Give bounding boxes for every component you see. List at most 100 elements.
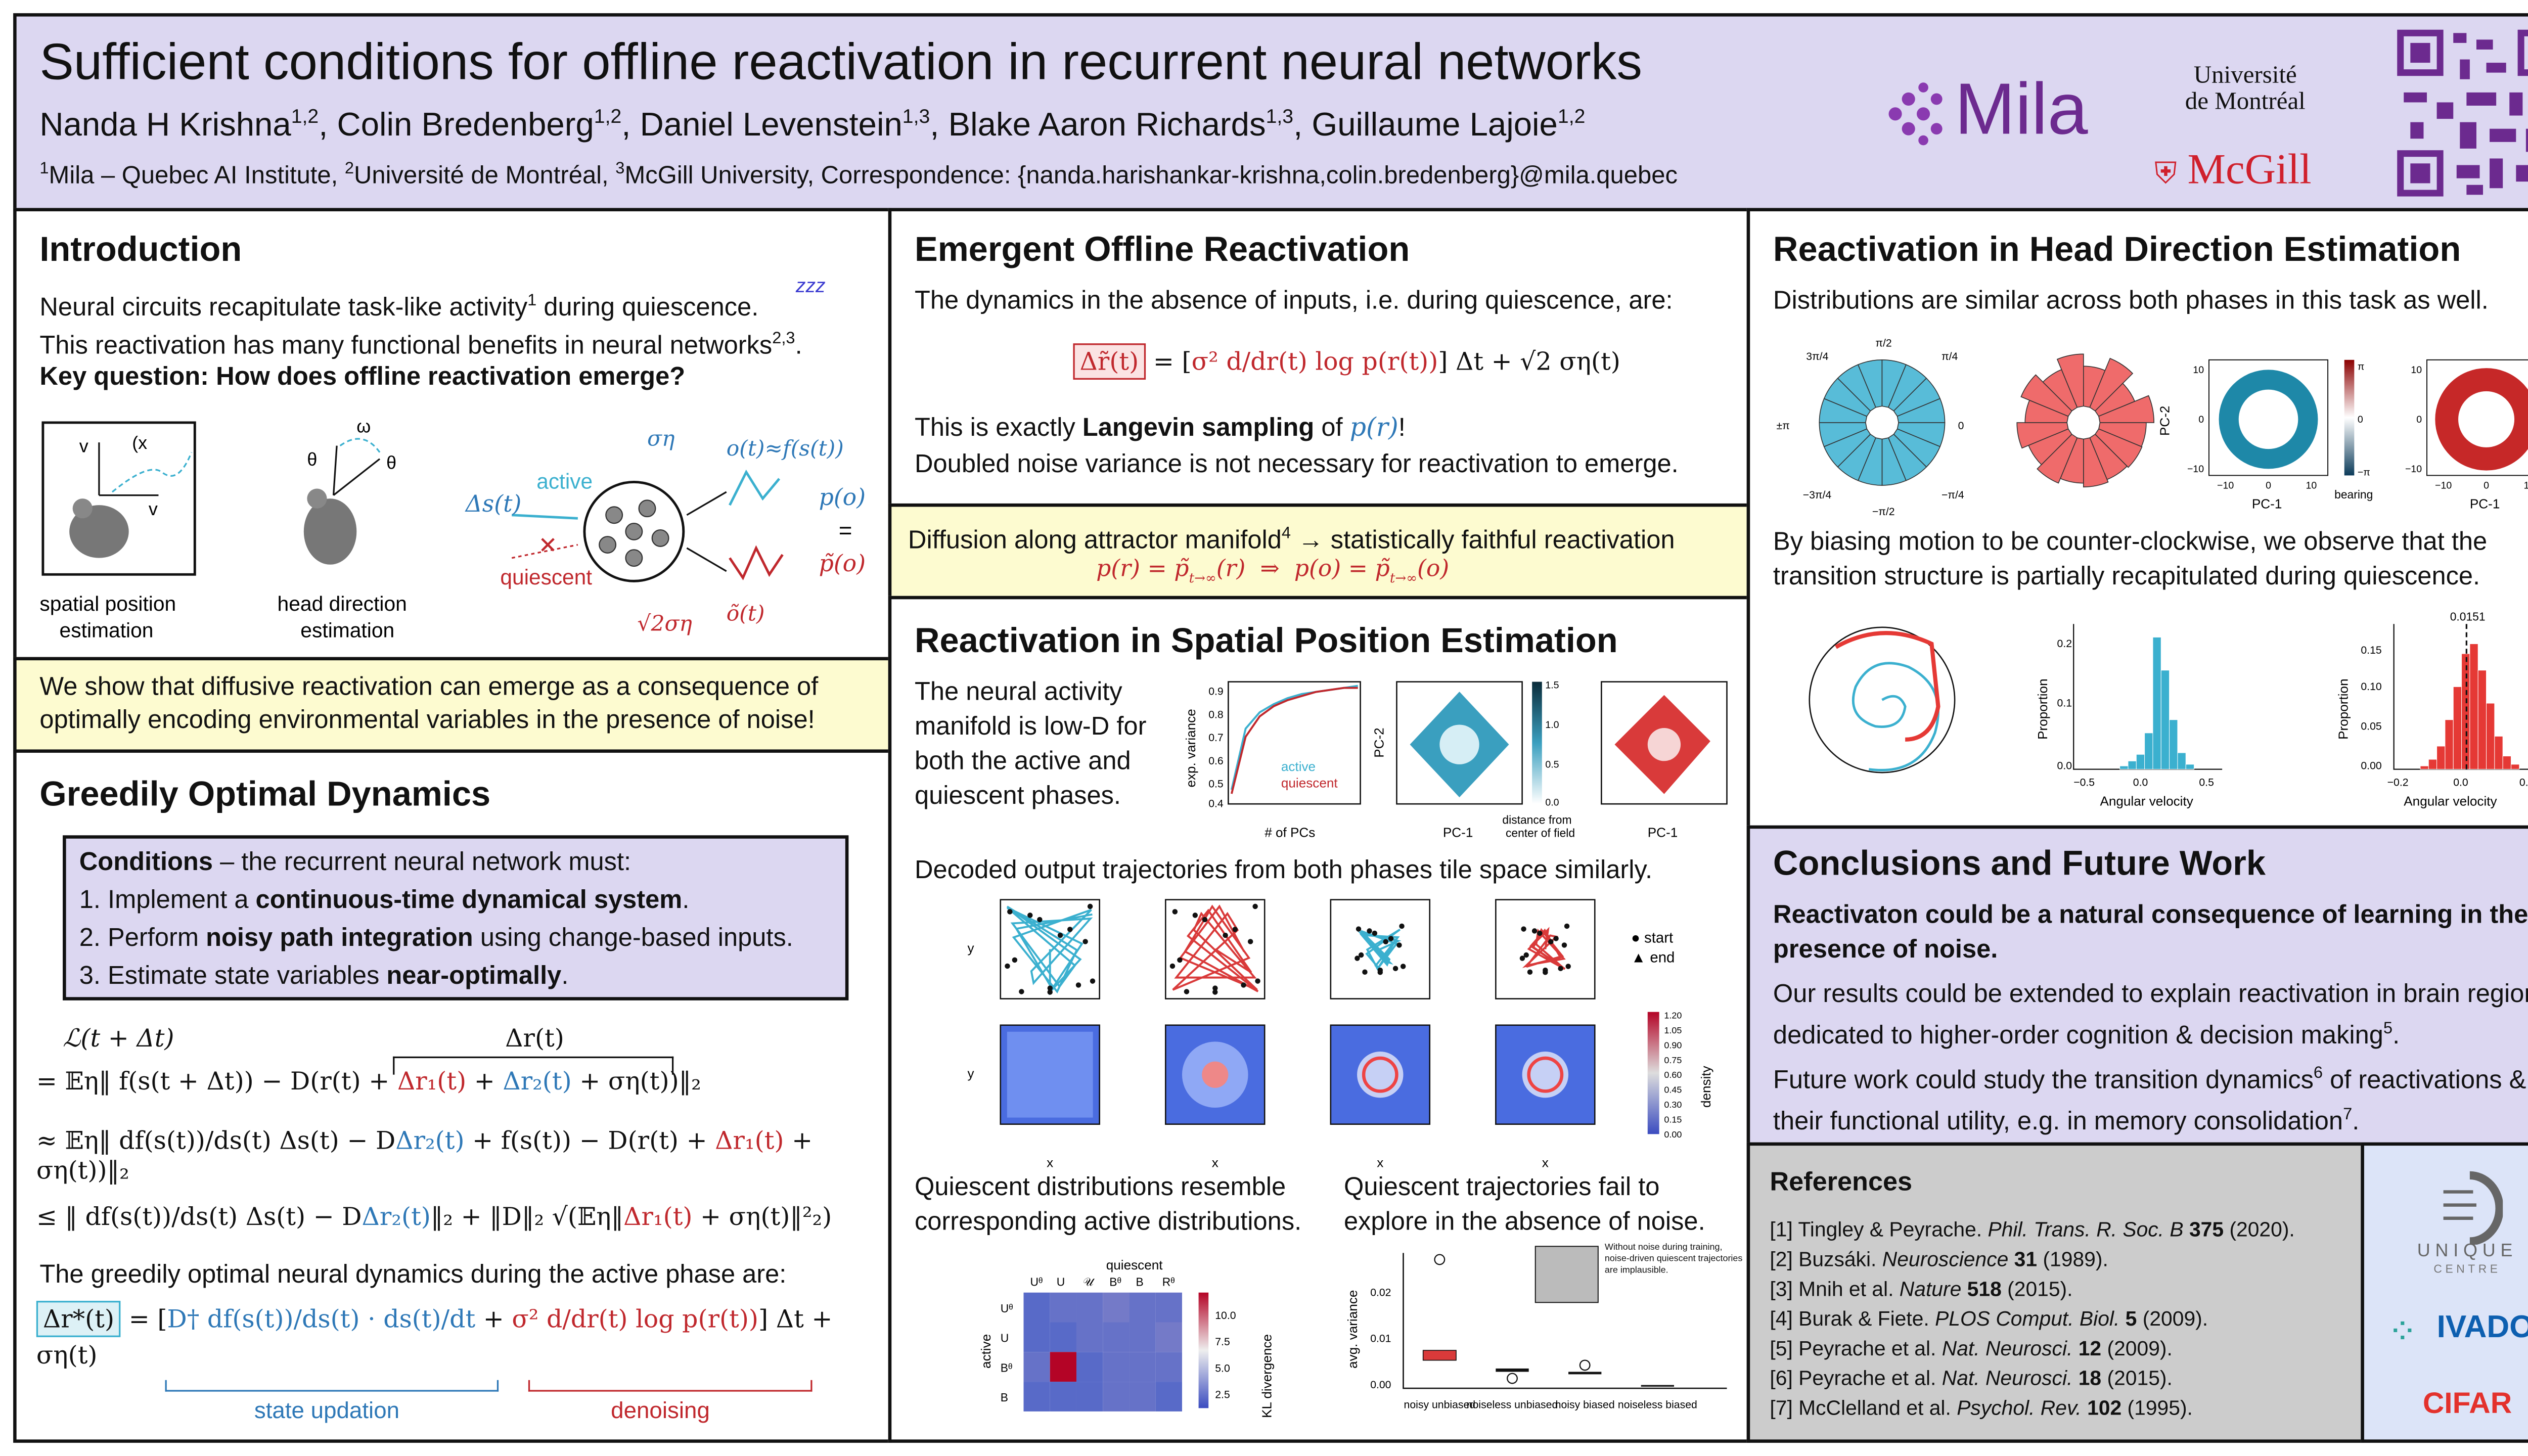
svg-text:estimation: estimation bbox=[300, 618, 394, 642]
transition-figures: Proportion Angular velocity 0.20.10.0−0.… bbox=[1809, 610, 2528, 808]
trajectory-endpoint bbox=[1537, 930, 1543, 936]
svg-text:ω: ω bbox=[356, 416, 371, 437]
hist-bar bbox=[2185, 764, 2195, 770]
reference-item: [7] McClelland et al. Psychol. Rev. 102 … bbox=[1770, 1396, 2193, 1420]
dr-label: Δr(t) bbox=[505, 1023, 564, 1054]
trajectory-endpoint bbox=[1212, 985, 1218, 991]
svg-text:y: y bbox=[967, 1066, 974, 1081]
equation-line-2: ≈ 𝔼η‖ df(s(t))/ds(t) Δs(t) − DΔr₂(t) + f… bbox=[36, 1125, 813, 1186]
trajectory-endpoint bbox=[1005, 963, 1010, 969]
svg-text:estimation: estimation bbox=[60, 618, 154, 642]
polar-bin bbox=[2098, 395, 2154, 423]
svg-text:distance from: distance from bbox=[1502, 813, 1571, 826]
polar-bin bbox=[2089, 357, 2134, 412]
svg-text:0.60: 0.60 bbox=[1664, 1070, 1682, 1080]
svg-text:0.00: 0.00 bbox=[1370, 1379, 1391, 1391]
hist-bar bbox=[2477, 670, 2487, 770]
trajectory-endpoint bbox=[1177, 957, 1183, 963]
active-trajectory bbox=[1852, 662, 1939, 771]
svg-text:−10: −10 bbox=[2405, 464, 2422, 475]
hist-bar bbox=[2169, 719, 2178, 770]
svg-text:density: density bbox=[1698, 1066, 1713, 1108]
svg-text:head direction: head direction bbox=[278, 592, 407, 615]
svg-text:0.6: 0.6 bbox=[1208, 755, 1223, 767]
condition-item: 2. Perform noisy path integration using … bbox=[79, 924, 793, 953]
svg-text:x: x bbox=[1377, 1155, 1383, 1170]
section-title: Reactivation in Head Direction Estimatio… bbox=[1773, 231, 2461, 269]
kl-col-label: Uᶿ bbox=[1030, 1276, 1043, 1289]
kl-cell bbox=[1129, 1382, 1156, 1412]
trajectory-endpoint bbox=[1223, 932, 1228, 938]
svg-text:π: π bbox=[2358, 361, 2365, 372]
trajectory-endpoint bbox=[1027, 913, 1033, 918]
reference-item: [1] Tingley & Peyrache. Phil. Trans. R. … bbox=[1770, 1218, 2295, 1242]
svg-text:−0.2: −0.2 bbox=[2387, 777, 2409, 788]
kl-cell bbox=[1155, 1352, 1182, 1382]
svg-text:0.00: 0.00 bbox=[1664, 1129, 1682, 1140]
polar-bin bbox=[2020, 374, 2072, 417]
emergent-panel: Emergent Offline Reactivation The dynami… bbox=[888, 208, 1750, 507]
decoded-trajectory bbox=[1358, 928, 1402, 971]
introduction-panel: Introduction Neural circuits recapitulat… bbox=[13, 208, 892, 661]
key-question: Key question: How does offline reactivat… bbox=[39, 363, 686, 391]
ring-manifold-active bbox=[2219, 370, 2318, 469]
author: Colin Bredenberg1,2, bbox=[337, 104, 640, 143]
svg-text:1.20: 1.20 bbox=[1664, 1011, 1682, 1021]
trajectory-endpoint bbox=[1383, 939, 1388, 944]
trajectory-path bbox=[112, 452, 193, 493]
author: Blake Aaron Richards1,3, bbox=[948, 104, 1312, 143]
svg-text:0.15: 0.15 bbox=[1664, 1114, 1682, 1124]
svg-text:0.30: 0.30 bbox=[1664, 1100, 1682, 1110]
kl-cell bbox=[1023, 1322, 1050, 1352]
qr-code[interactable] bbox=[2394, 26, 2528, 200]
trajectory-endpoint bbox=[1192, 913, 1198, 918]
trajectory-endpoint bbox=[1255, 978, 1260, 984]
author-list: Nanda H Krishna1,2, Colin Bredenberg1,2,… bbox=[39, 104, 1585, 145]
svg-text:0.0: 0.0 bbox=[2133, 777, 2148, 788]
kl-cell bbox=[1076, 1292, 1103, 1323]
trajectory-endpoint bbox=[1172, 909, 1178, 915]
overbrace bbox=[393, 1056, 674, 1075]
caption-spatial: spatial position bbox=[39, 592, 176, 615]
hist-bar bbox=[2453, 686, 2462, 770]
svg-text:# of PCs: # of PCs bbox=[1265, 825, 1315, 840]
svg-text:0.10: 0.10 bbox=[2361, 681, 2381, 693]
svg-text:p(o): p(o) bbox=[819, 484, 866, 511]
head-direction-panel: Reactivation in Head Direction Estimatio… bbox=[1746, 208, 2528, 829]
greedy-panel: Greedily Optimal Dynamics Conditions – t… bbox=[13, 749, 892, 1443]
section-title: Emergent Offline Reactivation bbox=[914, 231, 1410, 269]
svg-text:−10: −10 bbox=[2435, 480, 2452, 491]
svg-text:10: 10 bbox=[2524, 480, 2528, 491]
hist-bar bbox=[2494, 736, 2503, 770]
hist-bar bbox=[2119, 765, 2129, 770]
svg-text:0.0151: 0.0151 bbox=[2450, 610, 2486, 623]
svg-text:PC-1: PC-1 bbox=[1443, 825, 1473, 840]
kl-cell bbox=[1103, 1382, 1130, 1412]
conclusions-panel: Conclusions and Future Work Reactivaton … bbox=[1746, 825, 2528, 1146]
svg-text:x: x bbox=[1047, 1155, 1053, 1170]
svg-text:0.05: 0.05 bbox=[2361, 720, 2381, 732]
svg-text:0.02: 0.02 bbox=[1370, 1287, 1391, 1298]
svg-text:π/4: π/4 bbox=[1942, 351, 1958, 362]
hist-bar bbox=[2445, 719, 2454, 770]
svg-text:0: 0 bbox=[2484, 480, 2489, 491]
svg-text:0: 0 bbox=[1958, 420, 1964, 432]
trajectory-endpoint bbox=[1075, 982, 1081, 988]
hist-bar bbox=[2152, 636, 2161, 770]
svg-text:PC-1: PC-1 bbox=[2470, 496, 2500, 512]
quiescent-curve bbox=[1231, 687, 1358, 794]
svg-text:1.05: 1.05 bbox=[1664, 1025, 1682, 1035]
references-panel: References [1] Tingley & Peyrache. Phil.… bbox=[1746, 1142, 2364, 1443]
kl-row-label: B bbox=[1001, 1391, 1008, 1404]
trajectory-endpoint bbox=[1531, 928, 1538, 934]
header: Sufficient conditions for offline reacti… bbox=[13, 13, 2528, 211]
condition-item: 1. Implement a continuous-time dynamical… bbox=[79, 886, 690, 915]
kl-cell bbox=[1129, 1322, 1156, 1352]
trajectory-endpoint bbox=[1372, 930, 1378, 936]
svg-text:Angular velocity: Angular velocity bbox=[2404, 793, 2497, 808]
svg-text:p̃(o): p̃(o) bbox=[819, 550, 866, 577]
kl-cell bbox=[1050, 1322, 1076, 1352]
kl-cell bbox=[1103, 1292, 1130, 1323]
